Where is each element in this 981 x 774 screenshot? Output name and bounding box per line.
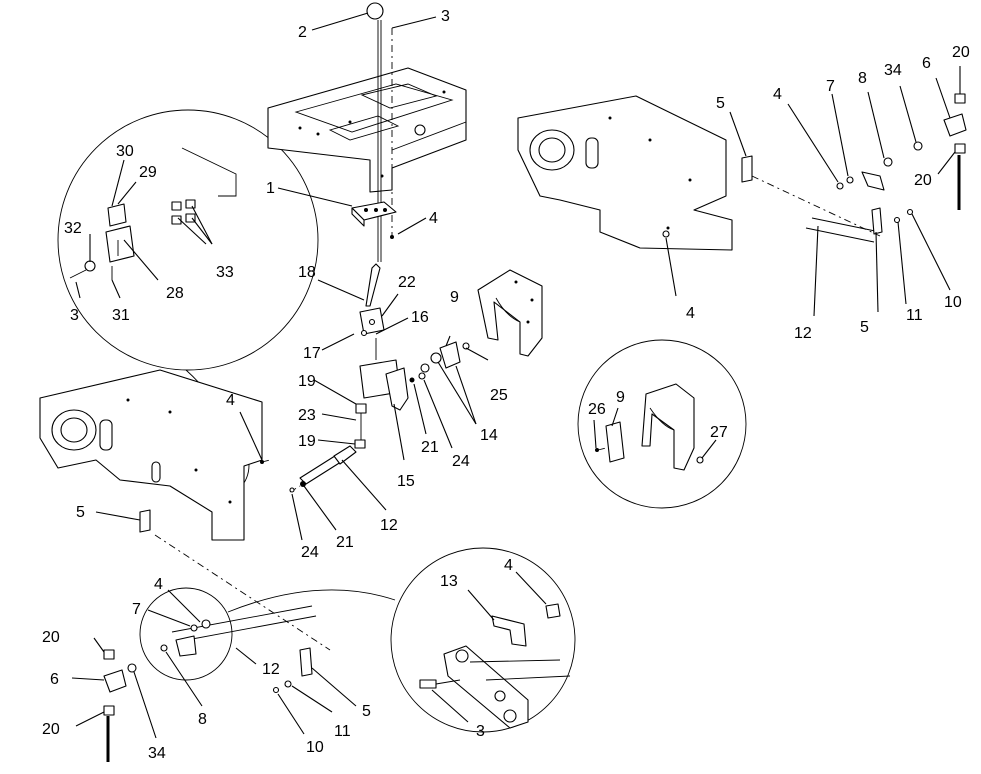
callout-33: 33 (216, 264, 234, 281)
callout-21-center: 21 (421, 439, 439, 456)
left-fitting-6 (103, 669, 127, 693)
right-plate-5-upper (741, 155, 753, 183)
callout-20-bottom-left-top: 20 (42, 629, 60, 646)
center-shaft (299, 445, 357, 485)
callout-1: 1 (266, 180, 275, 197)
callout-20-right-top: 20 (952, 44, 970, 61)
detail-bottom-contents (419, 603, 571, 729)
right-plate-5-lower (871, 207, 883, 235)
callout-4-bottom-left: 4 (154, 576, 163, 593)
callout-26: 26 (588, 401, 606, 418)
callout-7-right: 7 (826, 78, 835, 95)
callout-4-bottom-detail: 4 (504, 557, 513, 574)
callout-22: 22 (398, 274, 416, 291)
detail-right-contents (595, 383, 704, 471)
callout-4-right-bottom: 4 (686, 305, 695, 322)
callout-21-left: 21 (336, 534, 354, 551)
callout-3-detail: 3 (70, 307, 79, 324)
callout-16: 16 (411, 309, 429, 326)
callout-24-left: 24 (301, 544, 319, 561)
callout-24-center: 24 (452, 453, 470, 470)
callout-27: 27 (710, 424, 728, 441)
detail-circle-right (577, 339, 747, 509)
callout-8-bottom-left: 8 (198, 711, 207, 728)
right-clip-8 (861, 171, 885, 191)
callout-11-bottom: 11 (334, 723, 351, 740)
right-frame-plate (517, 95, 733, 251)
left-plate-5 (139, 509, 151, 533)
callout-34-right: 34 (884, 62, 902, 79)
callout-9-detail: 9 (616, 389, 625, 406)
callout-14: 14 (480, 427, 498, 444)
callout-10-right: 10 (944, 294, 962, 311)
callout-5-bottom: 5 (362, 703, 371, 720)
callout-8-right: 8 (858, 70, 867, 87)
callout-9-center: 9 (450, 289, 459, 306)
callout-18: 18 (298, 264, 316, 281)
knob-bracket (351, 201, 397, 227)
detail-upper-left-contents (69, 147, 237, 280)
callout-15: 15 (397, 473, 415, 490)
callout-17: 17 (303, 345, 321, 362)
detail-circle-bottom (390, 547, 576, 733)
callout-2: 2 (298, 24, 307, 41)
leader-lines (71, 12, 961, 739)
left-frame-plate (39, 369, 264, 541)
shift-lever (365, 263, 381, 307)
callout-12-center: 12 (380, 517, 398, 534)
callout-29: 29 (139, 164, 157, 181)
callout-6-right: 6 (922, 55, 931, 72)
callout-labels: 2 3 1 4 18 22 16 17 19 23 19 9 25 14 21 … (42, 8, 970, 762)
callout-5-left: 5 (76, 504, 85, 521)
side-plate-bracket (477, 269, 543, 357)
callout-10-bottom: 10 (306, 739, 324, 756)
callout-20-bottom-left-bottom: 20 (42, 721, 60, 738)
callout-28: 28 (166, 285, 184, 302)
callout-12-right: 12 (794, 325, 812, 342)
callout-19-upper: 19 (298, 373, 316, 390)
callout-13: 13 (440, 573, 458, 590)
mount-bracket (439, 341, 461, 369)
callout-32: 32 (64, 220, 82, 237)
callout-19-lower: 19 (298, 433, 316, 450)
callout-7-bottom-left: 7 (132, 601, 141, 618)
callout-3-bottom-detail: 3 (476, 723, 485, 740)
detail-circle-small (139, 587, 233, 681)
right-shaft (811, 217, 881, 233)
callout-3-top: 3 (441, 8, 450, 25)
bottom-left-shaft-assembly (160, 605, 317, 657)
detail-circle-upper-left (57, 109, 319, 371)
pivot-arm (385, 367, 409, 411)
callout-6-bottom-left: 6 (50, 671, 59, 688)
callout-4-center: 4 (429, 210, 438, 227)
callout-25: 25 (490, 387, 508, 404)
callout-4-right: 4 (773, 86, 782, 103)
callout-5-right-top: 5 (716, 95, 725, 112)
callout-12-bottom: 12 (262, 661, 280, 678)
callout-20-right-bottom: 20 (914, 172, 932, 189)
control-panel-assembly (267, 67, 467, 193)
right-fitting-6 (943, 113, 967, 137)
callout-5-right-bottom: 5 (860, 319, 869, 336)
detail-connector-lower (227, 589, 396, 613)
control-knob (366, 2, 384, 20)
callout-30: 30 (116, 143, 134, 160)
callout-34-bottom-left: 34 (148, 745, 166, 762)
bottom-plate-5 (299, 647, 313, 677)
callout-11-right: 11 (906, 307, 923, 324)
callout-4-left: 4 (226, 392, 235, 409)
callout-31: 31 (112, 307, 130, 324)
callout-23: 23 (298, 407, 316, 424)
